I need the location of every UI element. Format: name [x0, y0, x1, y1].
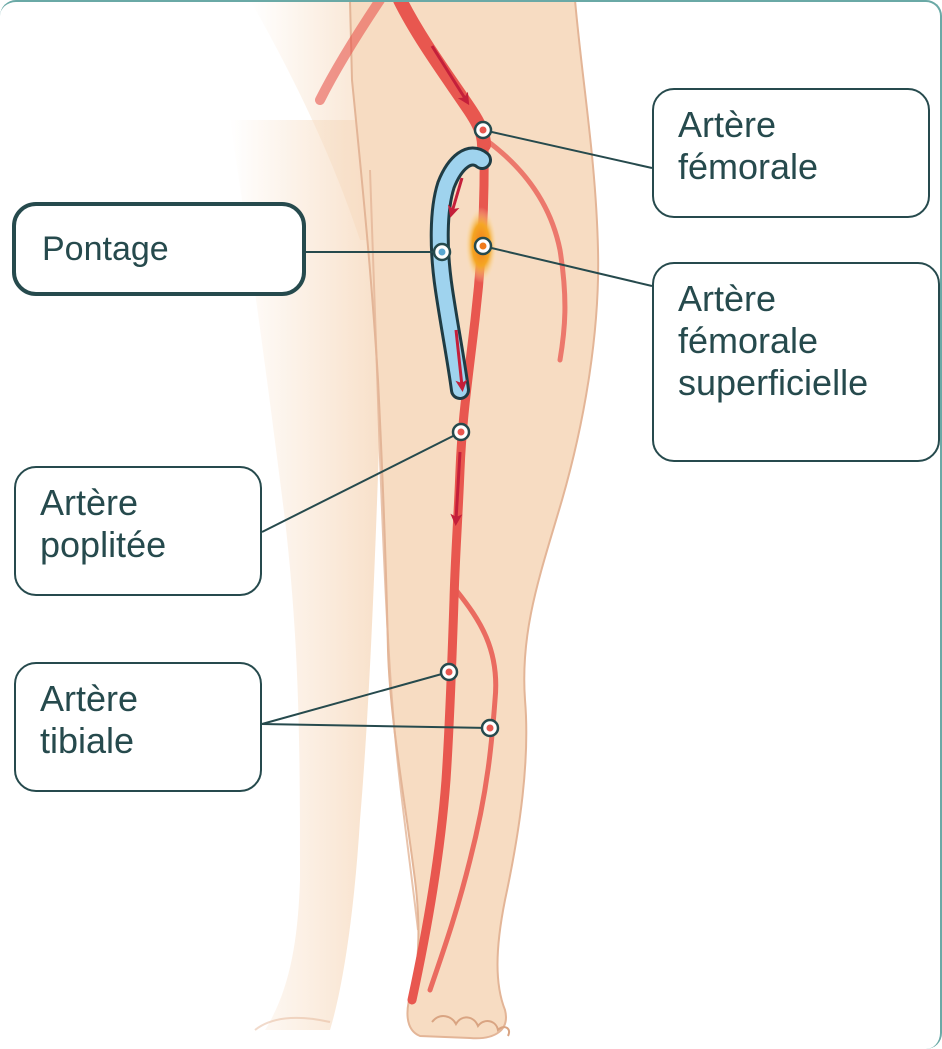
marker-superficial-femoral-core	[480, 243, 487, 250]
marker-tibial-1-core	[446, 669, 453, 676]
label-tibial-artery: Artère tibiale	[14, 662, 262, 792]
label-femoral-artery: Artère fémorale	[652, 88, 930, 218]
marker-bypass-core	[439, 249, 446, 256]
label-bypass: Pontage	[12, 202, 306, 296]
label-popliteal-artery: Artère poplitée	[14, 466, 262, 596]
marker-femoral-core	[480, 127, 487, 134]
label-superficial-femoral-artery: Artère fémorale superficielle	[652, 262, 940, 462]
marker-tibial-2-core	[487, 725, 494, 732]
marker-popliteal-core	[458, 429, 465, 436]
